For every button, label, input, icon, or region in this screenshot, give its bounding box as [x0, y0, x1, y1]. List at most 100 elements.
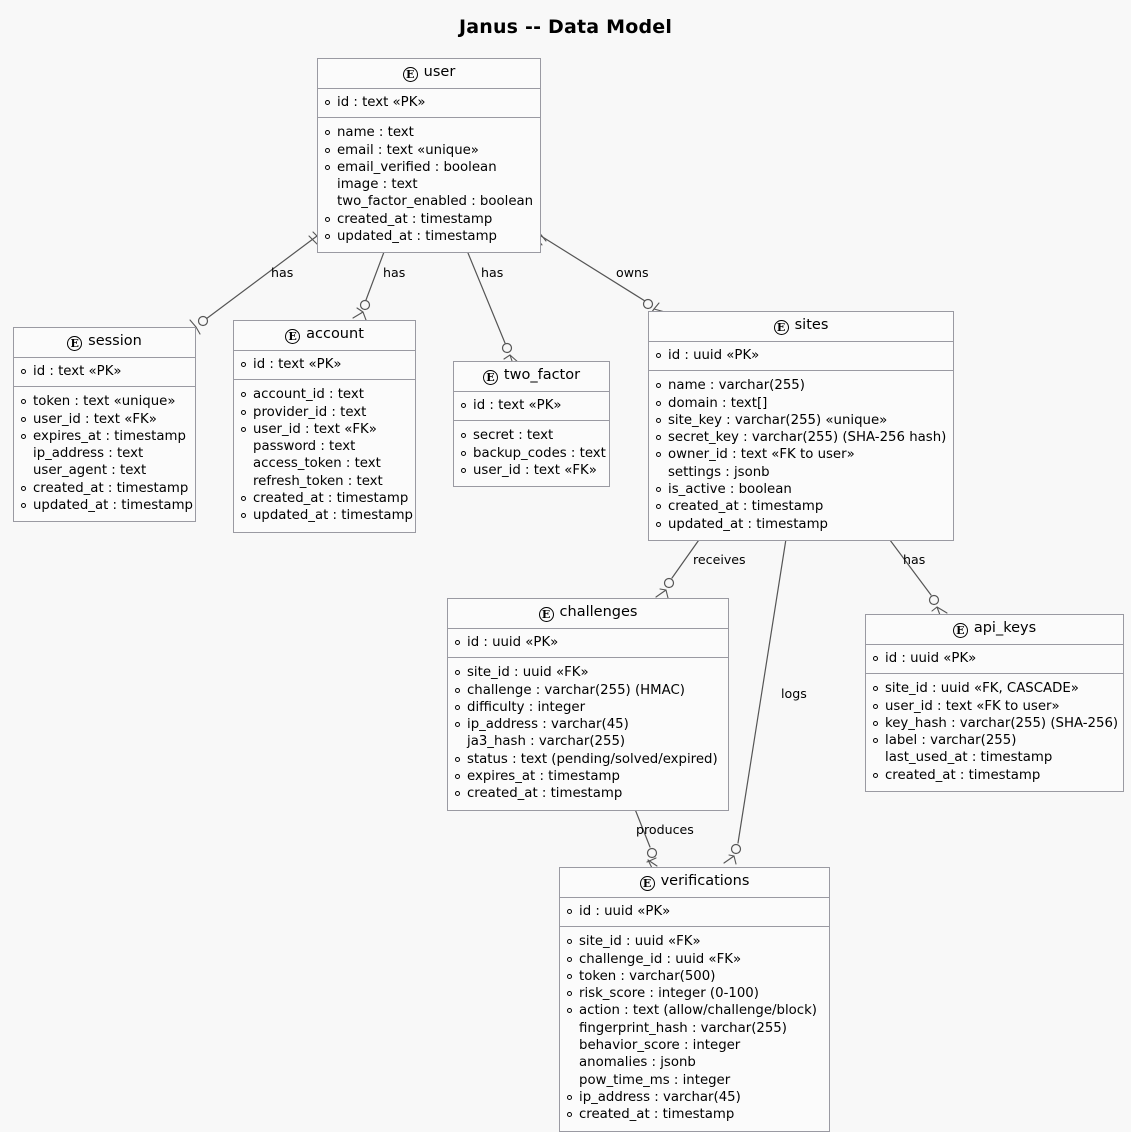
attr-site_key: site_key : varchar(255) «unique»	[655, 412, 945, 429]
attr-behavior_score: behavior_score : integer	[579, 1038, 741, 1054]
attr-provider_id: provider_id : text	[240, 404, 407, 421]
attr-id: id : text «PK»	[240, 356, 407, 373]
attr-created_at: created_at : timestamp	[872, 767, 1115, 784]
attr-user_id: user_id : text «FK»	[20, 411, 187, 428]
entity-two_factor-pk-section: id : text «PK»	[454, 392, 609, 422]
attr-risk_score: risk_score : integer (0-100)	[566, 985, 821, 1002]
attr-access_token: access_token : text	[253, 456, 381, 472]
entity-sites-attrs: name : varchar(255) domain : text[] site…	[649, 371, 953, 540]
attr-user_agent: user_agent : text	[33, 463, 147, 479]
attr-updated_at: updated_at : timestamp	[240, 507, 413, 524]
edge-label-user-account: has	[383, 265, 406, 280]
attr-key_hash: key_hash : varchar(255) (SHA-256)	[872, 715, 1118, 732]
entity-badge-icon: E	[285, 329, 301, 344]
attr-id: id : uuid «PK»	[872, 650, 1115, 667]
attr-ip_address: ip_address : varchar(45)	[454, 716, 720, 733]
page-title: Janus -- Data Model	[458, 16, 673, 38]
attr-is_active: is_active : boolean	[655, 481, 945, 498]
attr-id: id : uuid «PK»	[454, 634, 720, 651]
entity-badge-icon: E	[538, 607, 554, 622]
attr-token: token : text «unique»	[20, 393, 187, 410]
edge-label-user-two_factor: has	[481, 265, 504, 280]
edge-label-challenges-verifications: produces	[636, 822, 694, 837]
entity-account-pk-section: id : text «PK»	[234, 351, 415, 381]
attr-expires_at: expires_at : timestamp	[454, 768, 720, 785]
attr-challenge: challenge : varchar(255) (HMAC)	[454, 682, 720, 699]
entity-sites-name: sites	[794, 317, 829, 333]
attr-email: email : text «unique»	[324, 142, 532, 159]
entity-sites-pk-section: id : uuid «PK»	[649, 342, 953, 372]
attr-label: label : varchar(255)	[872, 732, 1115, 749]
entity-badge-icon: E	[773, 320, 789, 335]
edge-user-session	[205, 235, 318, 320]
entity-session-attrs: token : text «unique» user_id : text «FK…	[14, 387, 195, 521]
attr-account_id: account_id : text	[240, 386, 407, 403]
attr-password: password : text	[253, 439, 356, 455]
attr-token: token : varchar(500)	[566, 968, 821, 985]
attr-updated_at: updated_at : timestamp	[324, 228, 532, 245]
attr-name: name : text	[324, 124, 532, 141]
entity-challenges-name: challenges	[559, 604, 638, 620]
attr-site_id: site_id : uuid «FK»	[454, 664, 720, 681]
attr-fingerprint_hash: fingerprint_hash : varchar(255)	[579, 1020, 787, 1036]
entity-user-name: user	[423, 64, 456, 80]
attr-id: id : uuid «PK»	[655, 347, 945, 364]
attr-ja3_hash: ja3_hash : varchar(255)	[467, 734, 626, 750]
entity-api_keys-name: api_keys	[973, 620, 1037, 636]
entity-verifications-pk-section: id : uuid «PK»	[560, 898, 829, 928]
entity-badge-icon: E	[482, 370, 498, 385]
entity-user-attrs: name : text email : text «unique» email_…	[318, 118, 540, 252]
attr-secret: secret : text	[460, 427, 601, 444]
entity-account-attrs: account_id : text provider_id : text use…	[234, 380, 415, 531]
entity-challenges-attrs: site_id : uuid «FK» challenge : varchar(…	[448, 658, 728, 809]
entity-session-name: session	[88, 333, 142, 349]
entity-badge-icon: E	[639, 876, 655, 891]
edge-label-sites-verifications: logs	[781, 686, 807, 701]
entity-account-name: account	[306, 326, 364, 342]
attr-updated_at: updated_at : timestamp	[20, 497, 193, 514]
attr-image: image : text	[337, 177, 418, 193]
entity-verifications-name: verifications	[660, 873, 750, 889]
attr-site_id: site_id : uuid «FK»	[566, 933, 821, 950]
attr-anomalies: anomalies : jsonb	[579, 1055, 696, 1071]
attr-pow_time_ms: pow_time_ms : integer	[579, 1072, 731, 1088]
attr-ip_address: ip_address : varchar(45)	[566, 1089, 821, 1106]
entity-badge-icon: E	[67, 336, 83, 351]
entity-two_factor-name: two_factor	[503, 367, 581, 383]
entity-verifications-attrs: site_id : uuid «FK» challenge_id : uuid …	[560, 927, 829, 1130]
attr-refresh_token: refresh_token : text	[253, 473, 383, 489]
attr-site_id: site_id : uuid «FK, CASCADE»	[872, 680, 1115, 697]
edge-label-user-session: has	[271, 265, 294, 280]
attr-id: id : text «PK»	[460, 397, 601, 414]
attr-expires_at: expires_at : timestamp	[20, 428, 187, 445]
attr-ip_address: ip_address : text	[33, 446, 144, 462]
attr-user_id: user_id : text «FK to user»	[872, 698, 1115, 715]
attr-id: id : uuid «PK»	[566, 903, 821, 920]
attr-last_used_at: last_used_at : timestamp	[885, 750, 1053, 766]
attr-created_at: created_at : timestamp	[454, 785, 720, 802]
attr-settings: settings : jsonb	[668, 464, 770, 480]
attr-email_verified: email_verified : boolean	[324, 159, 532, 176]
attr-challenge_id: challenge_id : uuid «FK»	[566, 951, 821, 968]
entity-challenges-pk-section: id : uuid «PK»	[448, 629, 728, 659]
edge-sites-verifications	[737, 519, 790, 844]
attr-owner_id: owner_id : text «FK to user»	[655, 446, 945, 463]
attr-created_at: created_at : timestamp	[655, 498, 945, 515]
